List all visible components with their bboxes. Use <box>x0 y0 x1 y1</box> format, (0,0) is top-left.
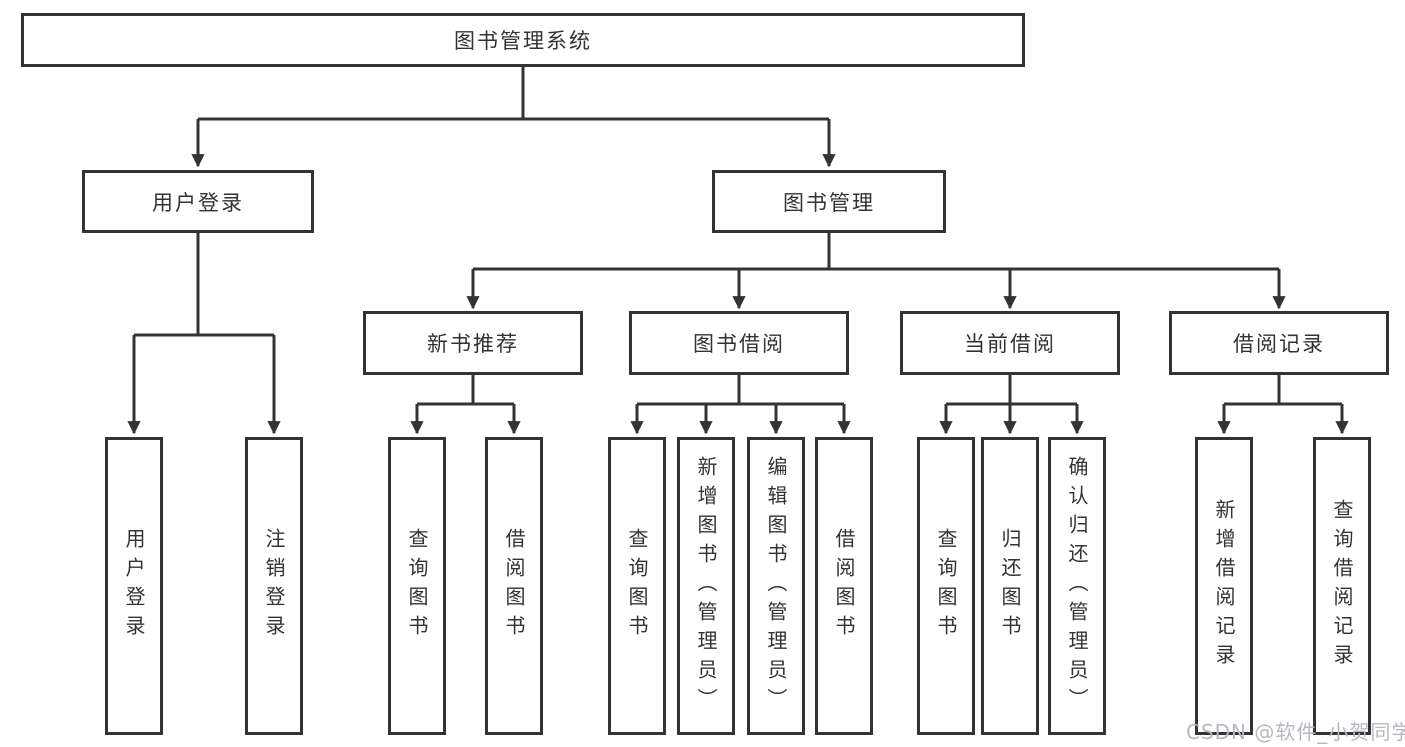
leaf-query-books-borrow: 查询图书 <box>608 437 666 735</box>
node-library-management-system: 图书管理系统 <box>21 13 1025 67</box>
node-label: 新增借阅记录 <box>1212 499 1236 673</box>
node-label: 新增图书（管理员） <box>694 455 718 717</box>
leaf-confirm-return-admin: 确认归还（管理员） <box>1048 437 1106 735</box>
node-label: 借阅记录 <box>1233 332 1325 356</box>
node-label: 归还图书 <box>998 528 1022 644</box>
node-user-login: 用户登录 <box>82 170 314 233</box>
leaf-user-login: 用户登录 <box>105 437 163 735</box>
node-label: 编辑图书（管理员） <box>764 455 788 717</box>
node-label: 图书借阅 <box>693 332 785 356</box>
leaf-add-books-admin: 新增图书（管理员） <box>677 437 735 735</box>
leaf-query-books-current: 查询图书 <box>917 437 975 735</box>
node-label: 图书管理 <box>783 190 875 215</box>
node-book-management: 图书管理 <box>712 170 946 233</box>
node-label: 用户登录 <box>122 528 146 644</box>
node-label: 借阅图书 <box>502 528 526 644</box>
node-label: 查询图书 <box>405 528 429 644</box>
node-label: 查询图书 <box>934 528 958 644</box>
node-label: 当前借阅 <box>964 332 1056 356</box>
leaf-borrow-books-recommend: 借阅图书 <box>485 437 543 735</box>
node-label: 查询图书 <box>625 528 649 644</box>
node-label: 确认归还（管理员） <box>1065 455 1089 717</box>
node-book-borrow: 图书借阅 <box>629 311 849 375</box>
leaf-return-books: 归还图书 <box>981 437 1039 735</box>
node-label: 注销登录 <box>262 528 286 644</box>
node-current-borrow: 当前借阅 <box>900 311 1120 375</box>
node-new-book-recommend: 新书推荐 <box>363 311 583 375</box>
node-borrow-records: 借阅记录 <box>1169 311 1389 375</box>
leaf-logout-login: 注销登录 <box>245 437 303 735</box>
leaf-borrow-books: 借阅图书 <box>815 437 873 735</box>
node-label: 查询借阅记录 <box>1330 499 1354 673</box>
leaf-edit-books-admin: 编辑图书（管理员） <box>747 437 805 735</box>
node-label: 新书推荐 <box>427 332 519 356</box>
leaf-add-borrow-record: 新增借阅记录 <box>1195 437 1253 735</box>
leaf-query-borrow-record: 查询借阅记录 <box>1313 437 1371 735</box>
node-label: 借阅图书 <box>832 528 856 644</box>
leaf-query-books-recommend: 查询图书 <box>388 437 446 735</box>
csdn-watermark: CSDN @软件_小贺同学 <box>1186 720 1405 744</box>
node-label: 用户登录 <box>152 190 244 215</box>
node-label: 图书管理系统 <box>454 29 592 53</box>
